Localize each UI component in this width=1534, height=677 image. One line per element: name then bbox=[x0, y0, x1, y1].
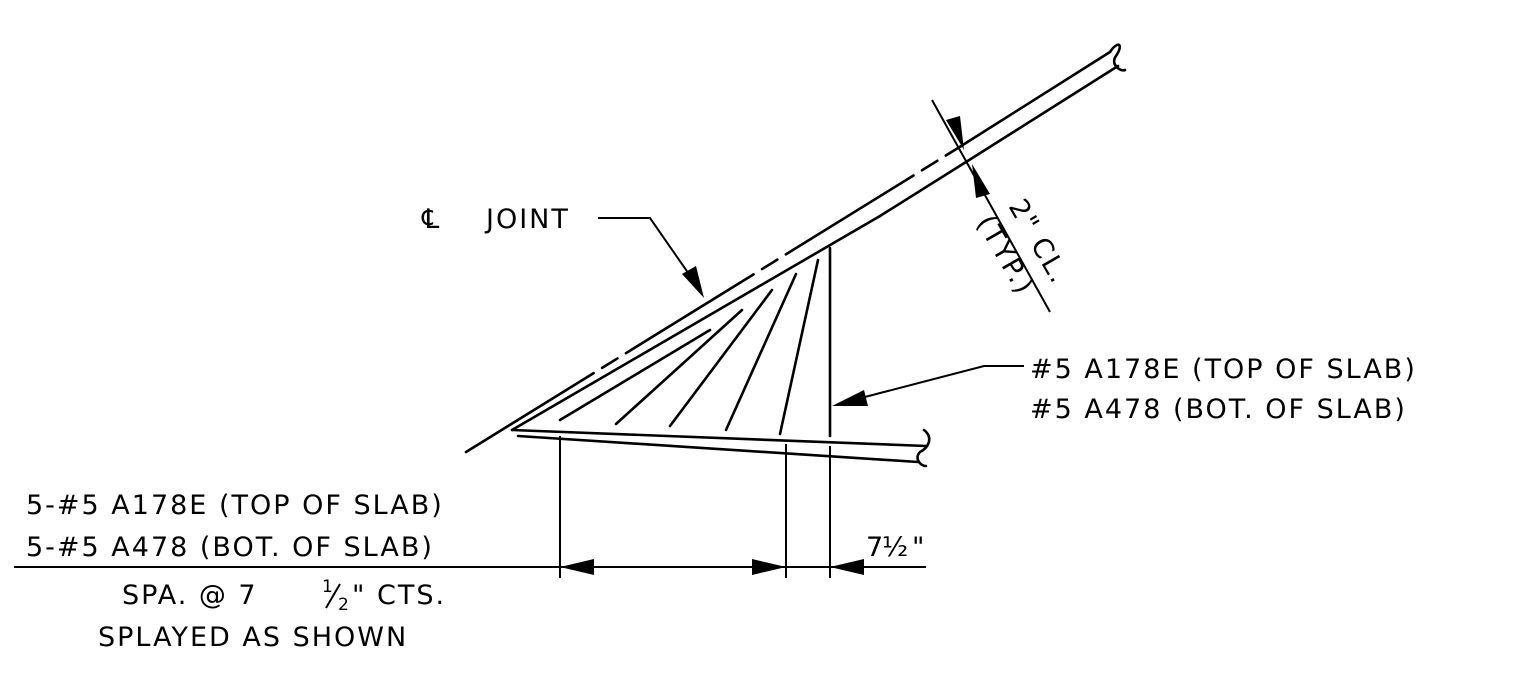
break-mark-bottom bbox=[916, 428, 931, 468]
cl-joint-label: JOINT bbox=[484, 204, 570, 235]
cover-dim-line bbox=[931, 99, 1051, 313]
right-bar-top-label: #5 A178E (TOP OF SLAB) bbox=[1030, 354, 1417, 385]
dim-arrow-mid bbox=[752, 559, 786, 575]
slab-bottom-edge-lower bbox=[516, 434, 920, 464]
spacing-fraction-num: 1 bbox=[322, 577, 333, 597]
cover-arrow-bottom bbox=[972, 164, 990, 198]
cl-joint-leader-arrow bbox=[682, 266, 704, 298]
slab-bottom-edge-upper bbox=[510, 428, 928, 448]
slab-edge-upper-return bbox=[964, 64, 1120, 164]
cl-joint-leader bbox=[598, 217, 701, 291]
splayed-bar-2 bbox=[614, 308, 744, 426]
cover-arrow-top bbox=[946, 116, 964, 150]
splayed-bar-5 bbox=[778, 258, 820, 436]
top-bar-line bbox=[510, 214, 882, 432]
left-bar-top-label: 5-#5 A178E (TOP OF SLAB) bbox=[26, 490, 444, 521]
bar-label-leader-arrow bbox=[832, 390, 868, 406]
spacing-fraction-den: 2 bbox=[338, 595, 349, 615]
spacing-tail-label: " CTS. bbox=[352, 580, 446, 611]
cl-symbol: ℄ bbox=[421, 204, 441, 235]
centerline-joint bbox=[464, 146, 960, 454]
slab-edge-inner bbox=[878, 160, 968, 218]
splayed-bar-1 bbox=[558, 328, 712, 422]
dim-fraction: ½ bbox=[882, 532, 910, 563]
spacing-fraction-bar bbox=[325, 583, 341, 609]
splayed-bar-3 bbox=[668, 288, 774, 428]
break-mark-top bbox=[1108, 43, 1127, 72]
dim-inch: " bbox=[912, 532, 926, 563]
left-bar-bottom-label: 5-#5 A478 (BOT. OF SLAB) bbox=[26, 532, 434, 563]
dim-arrow-right bbox=[830, 559, 864, 575]
splayed-bar-4 bbox=[724, 272, 798, 432]
spacing-label: SPA. @ 7 bbox=[122, 580, 258, 611]
dim-arrow-left bbox=[560, 559, 594, 575]
right-bar-bottom-label: #5 A478 (BOT. OF SLAB) bbox=[1030, 394, 1407, 425]
splayed-label: SPLAYED AS SHOWN bbox=[98, 622, 408, 653]
slab-edge-upper bbox=[956, 50, 1112, 150]
dim-whole: 7 bbox=[866, 532, 885, 563]
bar-label-leader bbox=[837, 365, 1024, 405]
